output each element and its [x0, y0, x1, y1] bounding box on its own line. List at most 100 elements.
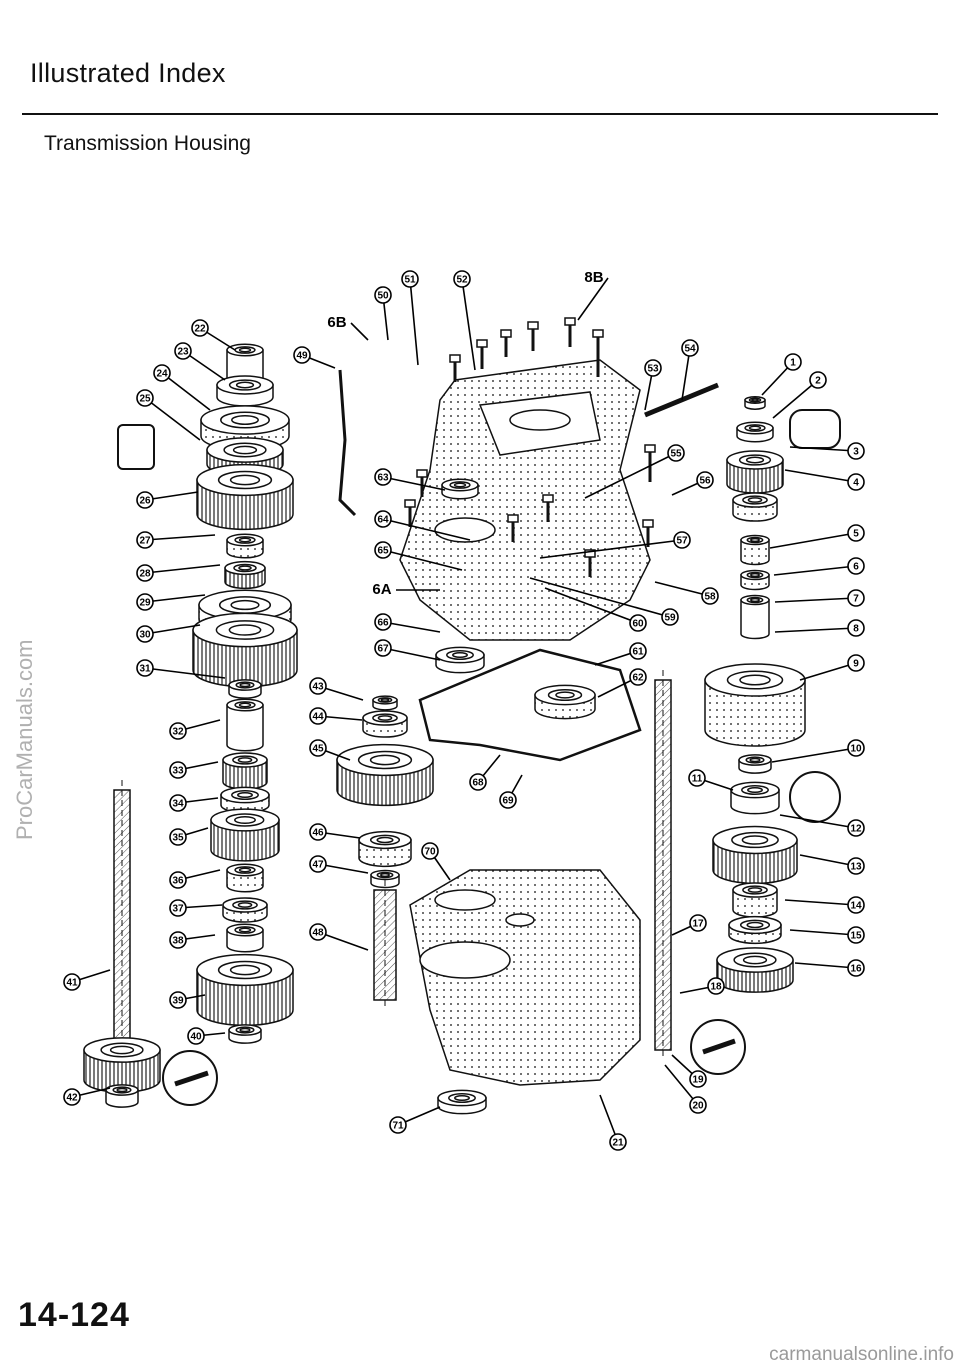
- callout-60: 60: [629, 614, 647, 632]
- svg-text:17: 17: [692, 919, 704, 930]
- leader-26: [144, 491, 199, 501]
- callout-14: 14: [847, 896, 865, 914]
- leader-3: [789, 446, 857, 452]
- svg-text:44: 44: [312, 712, 324, 723]
- svg-text:58: 58: [704, 592, 716, 603]
- leader-65: [382, 549, 463, 571]
- callout-44: 44: [309, 707, 327, 725]
- idler-part-4: [370, 869, 400, 889]
- bottom-watermark: carmanualsonline.info: [769, 1344, 954, 1365]
- bolt-5: [592, 329, 604, 377]
- right-stack-part-13: [716, 947, 794, 993]
- callout-56: 56: [696, 471, 714, 489]
- torque-converter-housing: [409, 869, 641, 1086]
- bolt-6: [644, 444, 656, 482]
- svg-text:14: 14: [850, 901, 862, 912]
- leader-8B: [577, 277, 609, 321]
- bolt-1: [476, 339, 488, 369]
- svg-text:23: 23: [177, 347, 189, 358]
- svg-text:28: 28: [139, 569, 151, 580]
- callout-39: 39: [169, 991, 187, 1009]
- race-62: [534, 684, 596, 720]
- seal-66: [435, 646, 485, 674]
- leader-52: [461, 278, 476, 371]
- svg-text:33: 33: [172, 766, 184, 777]
- leader-9: [799, 662, 857, 681]
- svg-text:70: 70: [424, 847, 436, 858]
- leader-58: [654, 581, 711, 597]
- svg-text:57: 57: [676, 536, 688, 547]
- svg-text:65: 65: [377, 546, 389, 557]
- svg-text:66: 66: [377, 618, 389, 629]
- leader-66: [382, 621, 441, 633]
- callout-12: 12: [847, 819, 865, 837]
- svg-text:36: 36: [172, 876, 184, 887]
- right-stack-part-1: [736, 421, 774, 443]
- callout-62: 62: [629, 668, 647, 686]
- callout-38: 38: [169, 931, 187, 949]
- svg-text:38: 38: [172, 936, 184, 947]
- svg-text:64: 64: [377, 515, 389, 526]
- svg-text:12: 12: [850, 824, 862, 835]
- leader-8: [774, 627, 857, 633]
- leader-6: [773, 565, 857, 576]
- bolt-8: [404, 499, 416, 527]
- callout-61: 61: [629, 642, 647, 660]
- svg-text:69: 69: [502, 796, 514, 807]
- idler-part-1: [362, 710, 408, 738]
- callout-15: 15: [847, 926, 865, 944]
- snap-ring-icon: [789, 409, 841, 449]
- svg-text:53: 53: [647, 364, 659, 375]
- svg-text:39: 39: [172, 996, 184, 1007]
- callout-17: 17: [689, 914, 707, 932]
- leader-10: [771, 747, 857, 763]
- callout-27: 27: [136, 531, 154, 549]
- callout-41: 41: [63, 973, 81, 991]
- svg-text:52: 52: [456, 275, 468, 286]
- title-rule: [22, 113, 938, 115]
- leader-30: [144, 624, 201, 635]
- svg-text:10: 10: [850, 744, 862, 755]
- callout-53: 53: [644, 359, 662, 377]
- replace-icon-right-mark: [702, 1038, 736, 1055]
- svg-text:15: 15: [850, 931, 862, 942]
- leader-15: [789, 929, 857, 936]
- svg-text:9: 9: [853, 659, 859, 670]
- leader-57: [539, 539, 683, 559]
- svg-text:16: 16: [850, 964, 862, 975]
- left-stack-part-9: [228, 679, 262, 699]
- leader-4: [784, 469, 857, 483]
- right-stack-part-6: [740, 594, 770, 640]
- callout-59: 59: [661, 608, 679, 626]
- svg-text:71: 71: [392, 1121, 404, 1132]
- left-stack-part-15: [222, 897, 268, 923]
- leader-63: [382, 476, 446, 491]
- bolt-9: [507, 514, 519, 542]
- left-stack-part-17: [196, 953, 294, 1027]
- right-stack-part-7: [704, 663, 806, 747]
- left-stack-part-13: [210, 808, 280, 862]
- callout-64: 64: [374, 510, 392, 528]
- callout-31: 31: [136, 659, 154, 677]
- bolt-10: [542, 494, 554, 522]
- svg-text:51: 51: [404, 275, 416, 286]
- label-6B: 6B: [327, 314, 346, 331]
- sealant-icon: [789, 771, 841, 823]
- callout-46: 46: [309, 823, 327, 841]
- leader-13: [799, 854, 857, 867]
- svg-text:32: 32: [172, 727, 184, 738]
- label-6A: 6A: [372, 581, 391, 598]
- callout-32: 32: [169, 722, 187, 740]
- svg-text:20: 20: [692, 1101, 704, 1112]
- callout-5: 5: [847, 524, 865, 542]
- leader-67: [382, 647, 441, 661]
- callout-36: 36: [169, 871, 187, 889]
- countershaft: [113, 780, 131, 1060]
- bolt-7: [416, 469, 428, 497]
- svg-text:41: 41: [66, 978, 78, 989]
- svg-text:47: 47: [312, 860, 324, 871]
- callout-45: 45: [309, 739, 327, 757]
- svg-text:3: 3: [853, 447, 859, 458]
- leader-12: [779, 814, 857, 829]
